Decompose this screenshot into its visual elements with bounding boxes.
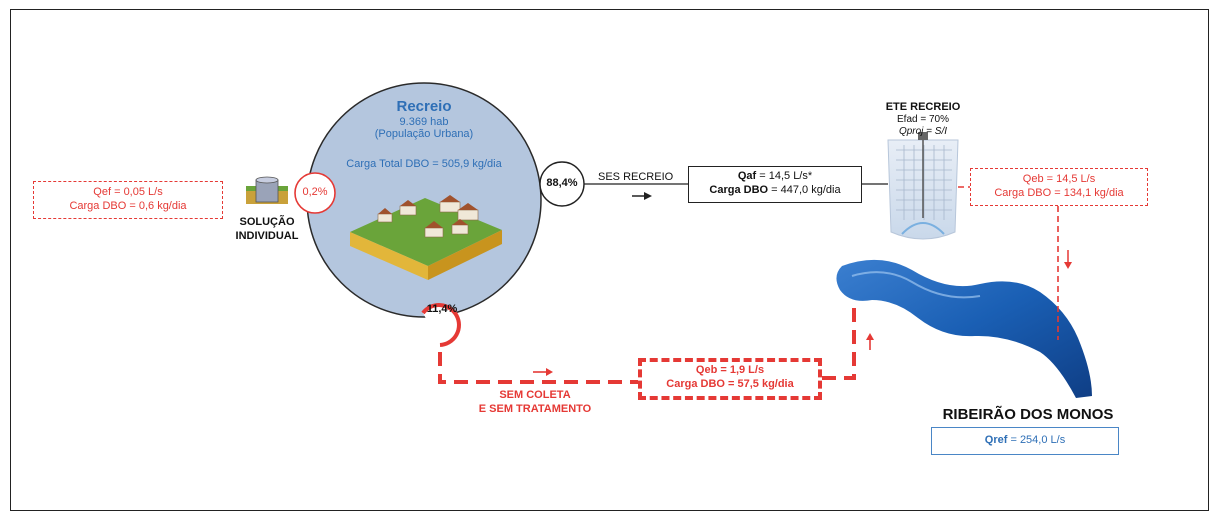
individual-load: Carga DBO = 0,6 kg/dia	[69, 200, 187, 212]
individual-flow: Qef = 0,05 L/s	[93, 186, 163, 198]
river-flow-box	[931, 427, 1119, 455]
diagram-frame	[10, 9, 1209, 511]
collected-data-box	[688, 166, 862, 203]
city-population-note: (População Urbana)	[374, 128, 474, 140]
collected-flow-line: Qaf = 14,5 L/s*	[688, 170, 862, 183]
treatment-effluent-flow: Qeb = 14,5 L/s	[1022, 173, 1096, 185]
individual-data-box	[33, 181, 223, 219]
untreated-load: Carga DBO = 57,5 kg/dia	[666, 378, 794, 390]
treatment-efficiency: Efad = 70%	[897, 114, 949, 125]
collected-system: SES RECREIO	[598, 171, 674, 183]
collected-percent: 88,4%	[546, 177, 578, 189]
untreated-label-line2: E SEM TRATAMENTO	[478, 403, 592, 415]
collected-load-label: Carga DBO	[709, 184, 769, 196]
individual-percent-circle	[294, 172, 336, 214]
untreated-up-arrow-icon	[866, 333, 874, 350]
river-shape	[836, 259, 1092, 398]
river-flow-value: = 254,0 L/s	[1007, 434, 1066, 446]
ete-tank-icon	[887, 132, 959, 240]
city-name: Recreio	[396, 98, 452, 115]
city-total-load: Carga Total DBO = 505,9 kg/dia	[346, 158, 502, 170]
collected-load-value: = 447,0 kg/dia	[768, 184, 841, 196]
untreated-flow-line	[438, 352, 638, 384]
individual-label-line1: SOLUÇÃO	[239, 216, 295, 228]
treatment-name: ETE RECREIO	[885, 101, 961, 113]
river-flow-label: Qref	[984, 434, 1008, 446]
collected-load-line: Carga DBO = 447,0 kg/dia	[688, 184, 862, 197]
untreated-flow: Qeb = 1,9 L/s	[695, 364, 765, 376]
collected-flow-label: Qaf	[737, 170, 757, 182]
river-flow-line: Qref = 254,0 L/s	[931, 434, 1119, 447]
individual-percent: 0,2%	[302, 186, 328, 198]
river-name: RIBEIRÃO DOS MONOS	[942, 406, 1114, 423]
untreated-percent: 11,4%	[426, 303, 458, 315]
untreated-data-box	[638, 358, 822, 400]
collected-flow-value: = 14,5 L/s*	[756, 170, 813, 182]
effluent-arrow-icon	[1064, 250, 1072, 269]
septic-tank-icon	[246, 176, 288, 204]
untreated-label-line1: SEM COLETA	[499, 389, 571, 401]
treatment-design-flow: Qproj = S/I	[898, 126, 948, 137]
collected-arrow-icon	[632, 192, 652, 200]
treatment-effluent-load: Carga DBO = 134,1 kg/dia	[994, 187, 1124, 199]
individual-label-line2: INDIVIDUAL	[235, 230, 299, 242]
untreated-percent-circle	[421, 303, 461, 347]
city-population: 9.369 hab	[399, 116, 449, 128]
treatment-effluent-box	[970, 168, 1148, 206]
untreated-arrow-icon	[533, 368, 553, 376]
landscape-icon	[350, 195, 502, 280]
